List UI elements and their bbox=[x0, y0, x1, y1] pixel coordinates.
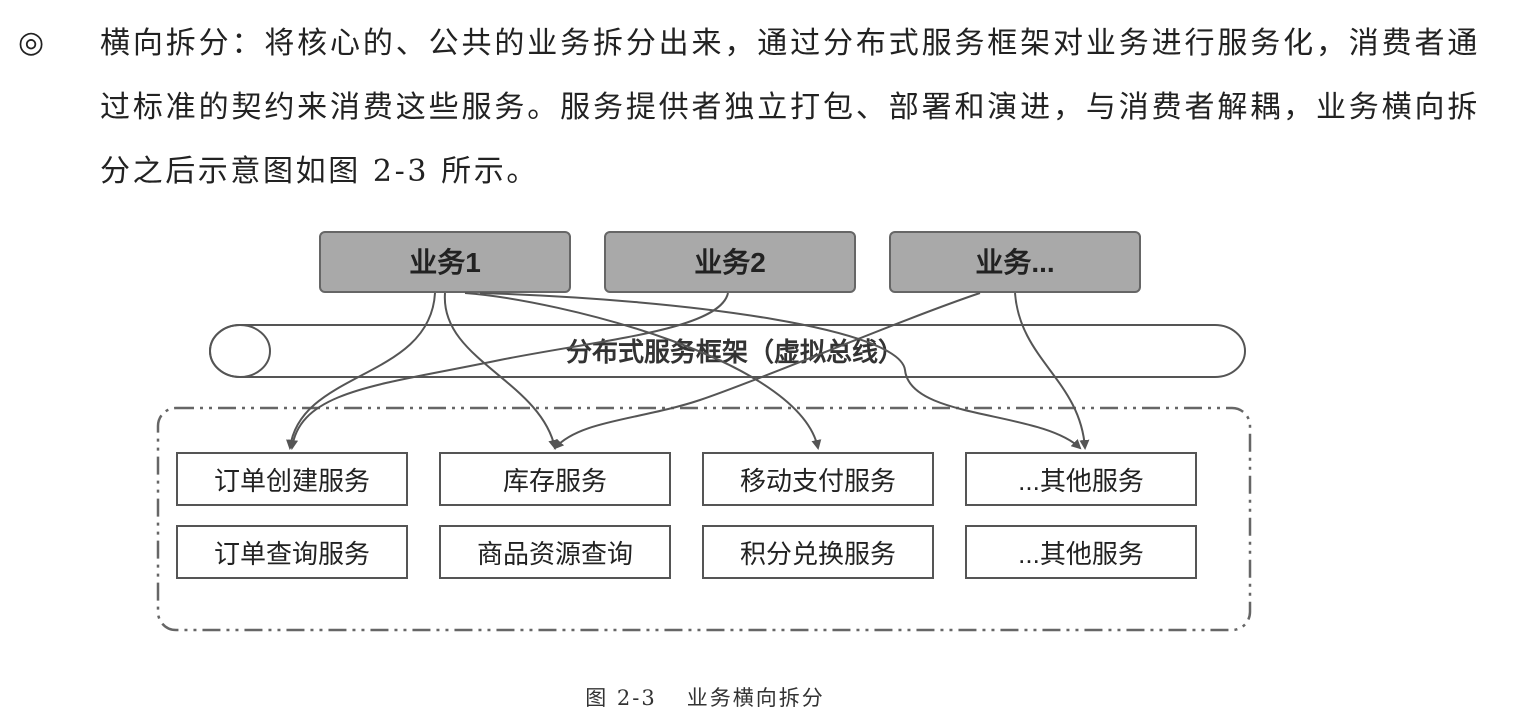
business-box-3: 业务... bbox=[889, 231, 1141, 293]
arrow-biz1-payment bbox=[464, 292, 822, 450]
arrow-biz1-inventory bbox=[443, 292, 559, 450]
arrow-biz1-order bbox=[286, 292, 436, 450]
bus-label: 分布式服务框架（虚拟总线） bbox=[566, 337, 904, 367]
business-label-1: 业务1 bbox=[409, 247, 481, 278]
service-box: ...其他服务 bbox=[965, 452, 1197, 506]
service-label: ...其他服务 bbox=[1018, 466, 1144, 496]
paragraph-text: 横向拆分：将核心的、公共的业务拆分出来，通过分布式服务框架对业务进行服务化，消费… bbox=[100, 26, 1480, 189]
virtual-bus: 分布式服务框架（虚拟总线） bbox=[209, 324, 1246, 378]
service-row-1: 订单创建服务 库存服务 移动支付服务 ...其他服务 bbox=[176, 452, 1197, 506]
service-label: 积分兑换服务 bbox=[740, 539, 896, 569]
service-box: 移动支付服务 bbox=[702, 452, 934, 506]
service-box: 订单创建服务 bbox=[176, 452, 408, 506]
arrow-biz1-other bbox=[479, 292, 1082, 450]
arrow-biz3-inventory bbox=[553, 292, 981, 450]
service-box: 积分兑换服务 bbox=[702, 525, 934, 579]
figure-number: 图 2-3 bbox=[585, 686, 657, 710]
service-box: ...其他服务 bbox=[965, 525, 1197, 579]
service-box: 订单查询服务 bbox=[176, 525, 408, 579]
business-box-1: 业务1 bbox=[319, 231, 571, 293]
service-label: 移动支付服务 bbox=[740, 466, 896, 496]
service-label: 商品资源查询 bbox=[477, 539, 633, 569]
business-label-2: 业务2 bbox=[694, 247, 766, 278]
service-label: 订单查询服务 bbox=[214, 539, 370, 569]
arrow-biz3-other bbox=[1014, 292, 1090, 450]
service-box: 商品资源查询 bbox=[439, 525, 671, 579]
connection-arrows bbox=[286, 292, 1090, 450]
figure-caption: 图 2-3 业务横向拆分 bbox=[0, 682, 1410, 712]
bullet-icon: ◎ bbox=[18, 25, 45, 60]
service-label: 订单创建服务 bbox=[214, 466, 370, 496]
service-label: ...其他服务 bbox=[1018, 539, 1144, 569]
business-label-3: 业务... bbox=[975, 247, 1054, 278]
arrow-biz2-order bbox=[288, 292, 729, 450]
figure-title: 业务横向拆分 bbox=[686, 686, 825, 710]
service-box: 库存服务 bbox=[439, 452, 671, 506]
service-container bbox=[156, 406, 1252, 632]
service-row-2: 订单查询服务 商品资源查询 积分兑换服务 ...其他服务 bbox=[176, 525, 1197, 579]
business-box-2: 业务2 bbox=[604, 231, 856, 293]
service-label: 库存服务 bbox=[503, 466, 607, 496]
